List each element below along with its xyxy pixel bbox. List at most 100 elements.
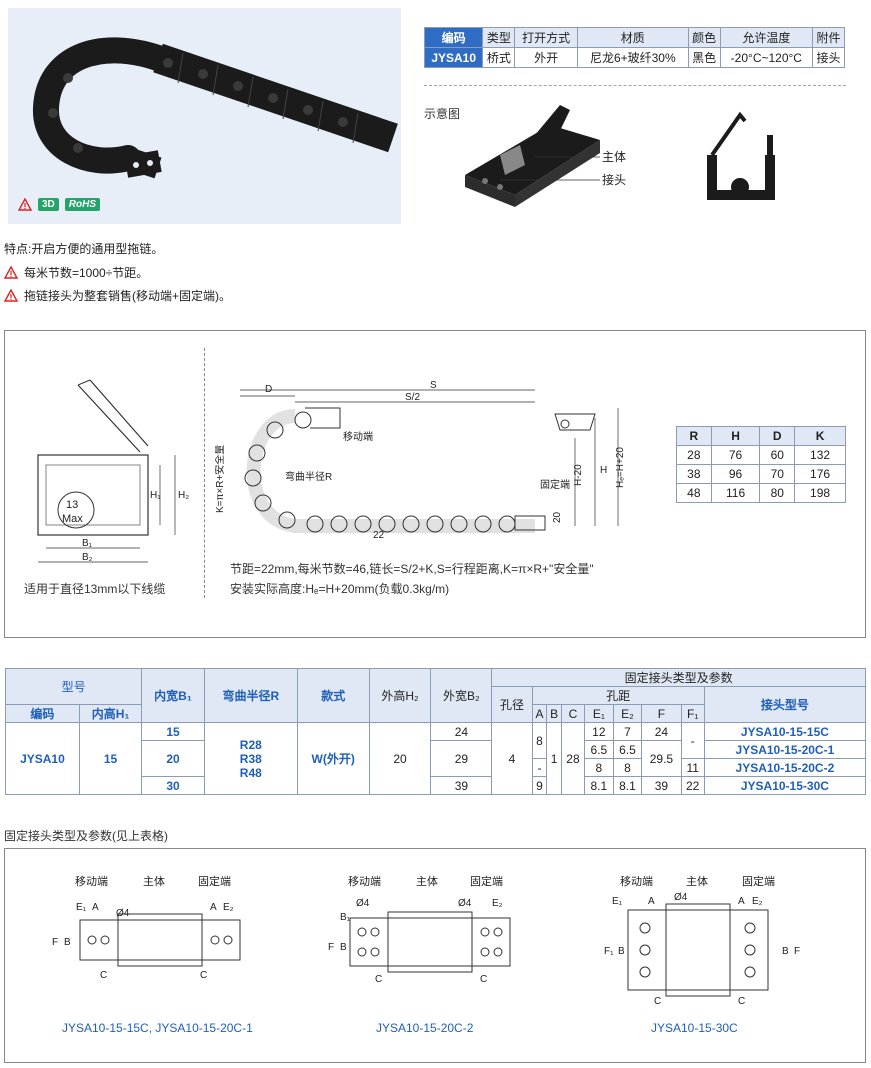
spec-cell: 接头 [812,47,845,68]
bend-radius-label: 弯曲半径R [285,470,332,483]
b-cell: 1 [546,722,562,795]
joint-model-header: 接头型号 [703,686,867,723]
spec-header: 附件 [812,27,845,48]
warning-icon [4,289,18,302]
schematic-title: 示意图 [424,107,461,121]
e2-cell: 7 [612,722,643,741]
param-header-row-3: 编码 内高H₁ A B C E₁ E₂ F F₁ [5,704,866,723]
outer-b2-cell: 24 [430,722,493,741]
parameter-table: 型号 内宽B₁ 弯曲半径R 款式 外高H₂ 外宽B₂ 固定接头类型及参数 孔径 … [4,668,867,795]
outer-b2-cell: 29 [430,740,493,777]
h-dim: H [600,465,607,476]
style-header: 款式 [296,668,370,723]
max-diameter-value: 13 [66,499,78,511]
drag-chain-photo [33,37,398,179]
warning-text: 每米节数=1000÷节距。 [24,266,149,280]
radius-header: 弯曲半径R [203,668,298,723]
rhdk-cell: 96 [710,464,761,484]
joint-drawing-frame [4,848,866,1063]
a-dim: A [92,902,99,913]
rhdk-cell: 76 [710,445,761,465]
spec-header-row: 编码 类型 打开方式 材质 颜色 允许温度 附件 [423,27,845,48]
spec-header: 类型 [482,27,516,48]
body-label: 主体 [416,874,438,888]
c-dim: C [100,970,107,981]
spec-cell: 桥式 [482,47,516,68]
f1-cell: 22 [680,776,705,795]
inner-h1-header: 内高H₁ [78,704,143,723]
chain-side-drawing: S S/2 D 移动端 弯曲半径R 固定端 22 K=π×R+安全量 H-20 … [215,380,626,541]
b-dim: B [782,946,789,957]
h20-dim: H-20 [573,464,584,486]
rhdk-cell: 116 [710,483,761,503]
rhdk-header: D [759,426,796,446]
joint-drawing-1: 移动端 主体 固定端 E₁ A Ø4 A E₂ F B C C [52,874,241,981]
e1-cell: 6.5 [584,740,614,759]
outer-b2-cell: 39 [430,776,493,795]
warning-note-2: 拖链接头为整套销售(移动端+固定端)。 [4,287,231,304]
formula-line-2: 安装实际高度:Hₑ=H+20mm(负载0.3kg/m) [230,582,450,596]
table-row: - 8 8 11 JYSA10-15-20C-2 [6,758,867,777]
table-row: 28 76 60 132 [676,445,846,465]
f-dim: F [52,937,58,948]
e2-dim: E₂ [492,898,503,909]
phi4-dim: Ø4 [356,898,370,909]
f-dim: F [794,946,800,957]
safety-dim: K=π×R+安全量 [215,445,226,513]
b2-dim: B₂ [82,552,93,563]
joint-cell: JYSA10-15-20C-1 [703,740,867,759]
rhdk-cell: 60 [759,445,796,465]
c-dim: C [738,996,745,1007]
spec-cell: JYSA10 [423,47,484,68]
rhdk-header-row: R H D K [676,426,846,446]
twenty-dim: 20 [552,511,563,523]
a-cell: 9 [531,776,548,795]
e2-dim: E₂ [752,896,763,907]
table-row: 38 96 70 176 [676,464,846,484]
drawing-divider [204,348,205,598]
joint-section-title: 固定接头类型及参数(见上表格) [4,829,168,843]
b1-dim: B₁ [82,538,93,549]
phi4-dim: Ø4 [116,908,130,919]
c-dim: C [480,974,487,985]
radius-cell: R28 R38 R48 [203,722,298,795]
table-row: 30 39 9 8.1 8.1 39 22 JYSA10-15-30C [6,776,867,795]
hole-header: 孔径 [491,686,533,723]
hole-cell: 4 [491,722,533,795]
a-dim: A [738,896,745,907]
feature-note: 特点:开启方便的通用型拖链。 [4,240,163,257]
dimension-drawing-frame [4,330,866,638]
b-dim: B [64,937,71,948]
warning-text: 拖链接头为整套销售(移动端+固定端)。 [24,289,232,303]
b-dim: B [340,942,347,953]
col-header: A [531,704,548,723]
rhdk-cell: 80 [759,483,796,503]
spec-cell: 尼龙6+玻纤30% [576,47,689,68]
c-cell: 28 [560,722,586,795]
code-header: 编码 [5,704,80,723]
f-cell: 29.5 [641,740,682,777]
a-dim: A [210,902,217,913]
f-cell: 24 [641,722,682,741]
body-label: 主体 [143,874,165,888]
joint-label: 接头 [602,172,626,187]
fixed-label: 固定端 [470,874,503,888]
a-cell: - [531,758,548,777]
phi4-dim: Ø4 [458,898,472,909]
spec-cell: 外开 [514,47,578,68]
formula-line-1: 节距=22mm,每米节数=46,链长=S/2+K,S=行程距离,K=π×R+"安… [230,562,594,576]
schematic-drawing: 主体 接头 [465,105,775,207]
phi4-dim: Ø4 [674,892,688,903]
model-header: 型号 [4,668,143,705]
joint-drawing-3: 移动端 主体 固定端 E₁ A Ø4 A E₂ F₁ B B F C C [604,874,800,1007]
body-label: 主体 [686,874,708,888]
spec-value-row: JYSA10 桥式 外开 尼龙6+玻纤30% 黑色 -20°C~120°C 接头 [423,47,845,68]
dashed-divider [424,85,846,86]
outer-h2-cell: 20 [368,722,432,795]
col-header: B [546,704,562,723]
joint-caption-2: JYSA10-15-20C-2 [376,1021,474,1035]
joint-caption-3: JYSA10-15-30C [651,1021,738,1035]
rhdk-cell: 48 [676,483,712,503]
rhdk-cell: 176 [794,464,846,484]
spec-header: 颜色 [687,27,721,48]
